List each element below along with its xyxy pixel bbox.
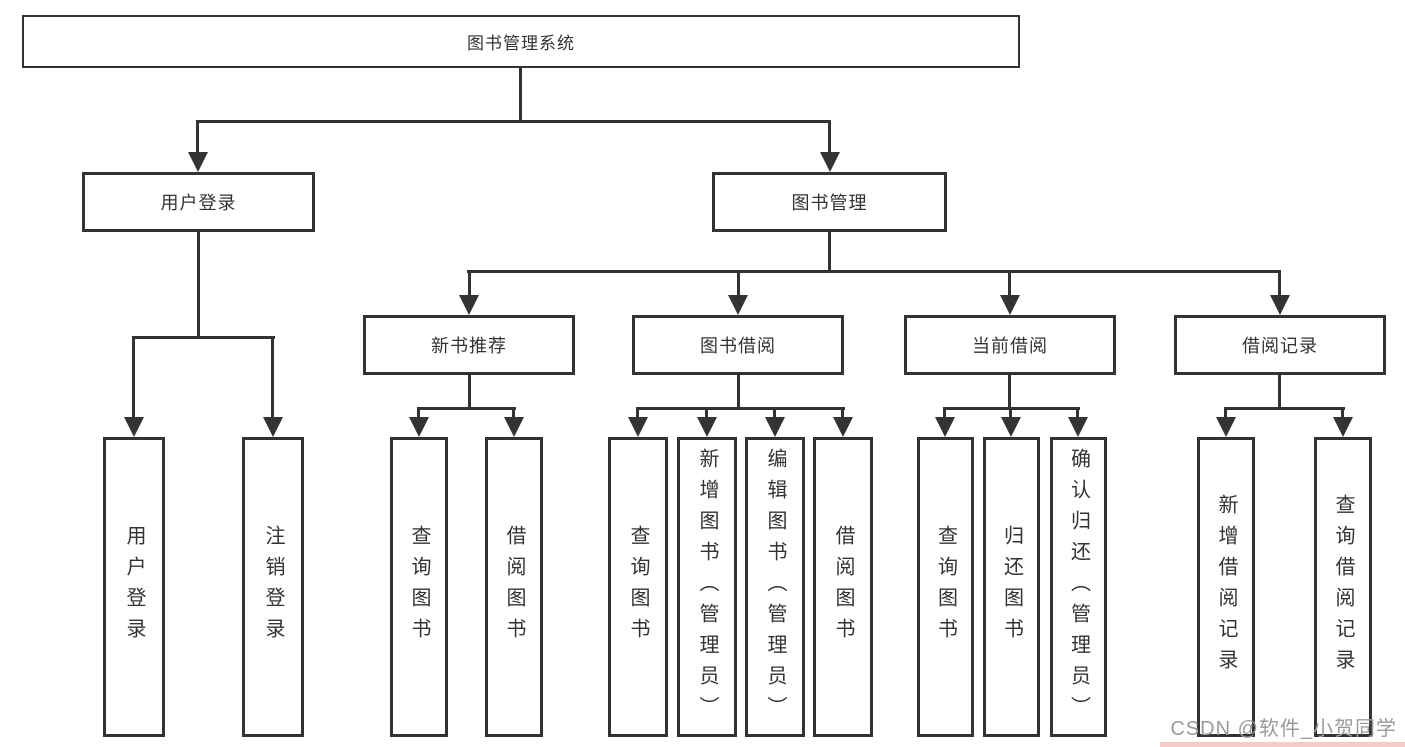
arrow-to-current-query	[935, 417, 955, 437]
connector-newbook-leaf2-drop	[512, 407, 515, 421]
connector-borrow-leaf1-drop	[636, 407, 639, 421]
leaf-borrow-borrow-books: 借阅图书	[813, 437, 873, 737]
node-user-login: 用户登录	[82, 172, 315, 232]
leaf-record-query-record-label: 查询借阅记录	[1332, 494, 1354, 680]
node-root-label: 图书管理系统	[467, 34, 575, 53]
connector-borrow-stem	[737, 375, 740, 407]
connector-newbook-leaf1-drop	[417, 407, 420, 421]
arrow-to-newbook-borrow	[504, 417, 524, 437]
arrow-to-borrow-edit	[765, 417, 785, 437]
node-current-borrow: 当前借阅	[904, 315, 1116, 375]
connector-current-stem	[1008, 375, 1011, 407]
connector-user-branch-rail	[132, 336, 275, 339]
arrow-to-leaf-login	[124, 417, 144, 437]
connector-newbook-stem	[468, 375, 471, 407]
connector-borrow-drop	[737, 270, 740, 298]
arrow-to-borrow-query	[628, 417, 648, 437]
connector-record-leaf1-drop	[1224, 407, 1227, 421]
watermark-text: CSDN @软件_小贺同学	[1170, 718, 1397, 740]
connector-current-leaf1-drop	[943, 407, 946, 421]
leaf-current-return-books: 归还图书	[983, 437, 1040, 737]
leaf-logout: 注销登录	[242, 437, 304, 737]
arrow-to-current	[1000, 295, 1020, 315]
arrow-to-newbook-query	[409, 417, 429, 437]
arrow-to-book-mgmt	[820, 152, 840, 172]
leaf-borrow-add-books-admin-label: 新增图书（管理员）	[696, 447, 718, 727]
connector-book-mgmt-drop	[828, 120, 831, 155]
connector-user-branch-stem	[197, 232, 200, 336]
arrow-to-user-login	[188, 152, 208, 172]
node-borrow-record: 借阅记录	[1174, 315, 1386, 375]
connector-borrow-leaf2-drop	[705, 407, 708, 421]
leaf-current-query-books-label: 查询图书	[934, 525, 957, 649]
leaf-record-add-record: 新增借阅记录	[1197, 437, 1255, 737]
leaf-current-return-books-label: 归还图书	[1000, 525, 1023, 649]
arrow-to-record-query	[1333, 417, 1353, 437]
leaf-logout-label: 注销登录	[262, 525, 284, 649]
connector-record-stem	[1278, 375, 1281, 407]
arrow-to-current-confirm	[1068, 417, 1088, 437]
node-book-borrow: 图书借阅	[632, 315, 844, 375]
leaf-current-query-books: 查询图书	[917, 437, 974, 737]
leaf-newbook-borrow-books: 借阅图书	[485, 437, 543, 737]
connector-current-drop	[1008, 270, 1011, 298]
connector-user-login-drop	[196, 120, 199, 155]
leaf-borrow-edit-books-admin: 编辑图书（管理员）	[745, 437, 805, 737]
connector-current-leaf2-drop	[1009, 407, 1012, 421]
node-book-borrow-label: 图书借阅	[700, 336, 776, 356]
connector-leaf-login-drop	[132, 336, 135, 420]
arrow-to-newbook	[459, 295, 479, 315]
leaf-borrow-borrow-books-label: 借阅图书	[832, 525, 854, 649]
node-book-mgmt: 图书管理	[712, 172, 947, 232]
leaf-borrow-query-books-label: 查询图书	[627, 525, 649, 649]
node-root-system: 图书管理系统	[22, 15, 1020, 68]
connector-record-drop	[1278, 270, 1281, 298]
leaf-newbook-borrow-books-label: 借阅图书	[503, 525, 525, 649]
arrow-to-borrow	[728, 295, 748, 315]
arrow-to-leaf-logout	[263, 417, 283, 437]
connector-borrow-leaf3-drop	[773, 407, 776, 421]
leaf-borrow-add-books-admin: 新增图书（管理员）	[677, 437, 737, 737]
node-new-book-recommend-label: 新书推荐	[431, 336, 507, 356]
leaf-user-login: 用户登录	[103, 437, 165, 737]
connector-borrow-rail	[636, 407, 845, 410]
arrow-to-borrow-add	[697, 417, 717, 437]
watermark-accent-bar	[1160, 742, 1405, 747]
node-borrow-record-label: 借阅记录	[1242, 336, 1318, 356]
leaf-newbook-query-books: 查询图书	[390, 437, 448, 737]
leaf-borrow-edit-books-admin-label: 编辑图书（管理员）	[764, 447, 786, 727]
arrow-to-borrow-borrow	[833, 417, 853, 437]
connector-book-branch-stem	[828, 232, 831, 270]
connector-record-leaf2-drop	[1341, 407, 1344, 421]
connector-root-stem	[519, 68, 522, 120]
node-book-mgmt-label: 图书管理	[791, 193, 868, 213]
connector-current-leaf3-drop	[1076, 407, 1079, 421]
leaf-current-confirm-return-admin-label: 确认归还（管理员）	[1067, 447, 1090, 727]
node-new-book-recommend: 新书推荐	[363, 315, 575, 375]
connector-level2-rail	[197, 120, 831, 123]
connector-borrow-leaf4-drop	[841, 407, 844, 421]
connector-leaf-logout-drop	[271, 336, 274, 420]
arrow-to-record-add	[1216, 417, 1236, 437]
leaf-newbook-query-books-label: 查询图书	[408, 525, 430, 649]
leaf-record-add-record-label: 新增借阅记录	[1215, 494, 1237, 680]
connector-level3-rail	[467, 270, 1281, 273]
leaf-borrow-query-books: 查询图书	[608, 437, 668, 737]
leaf-user-login-label: 用户登录	[123, 525, 145, 649]
arrow-to-record	[1270, 295, 1290, 315]
connector-newbook-rail	[417, 407, 516, 410]
arrow-to-current-return	[1001, 417, 1021, 437]
connector-record-rail	[1224, 407, 1345, 410]
leaf-record-query-record: 查询借阅记录	[1314, 437, 1372, 737]
node-user-login-label: 用户登录	[160, 193, 237, 213]
leaf-current-confirm-return-admin: 确认归还（管理员）	[1050, 437, 1107, 737]
connector-newbook-drop	[468, 270, 471, 298]
node-current-borrow-label: 当前借阅	[972, 336, 1048, 356]
